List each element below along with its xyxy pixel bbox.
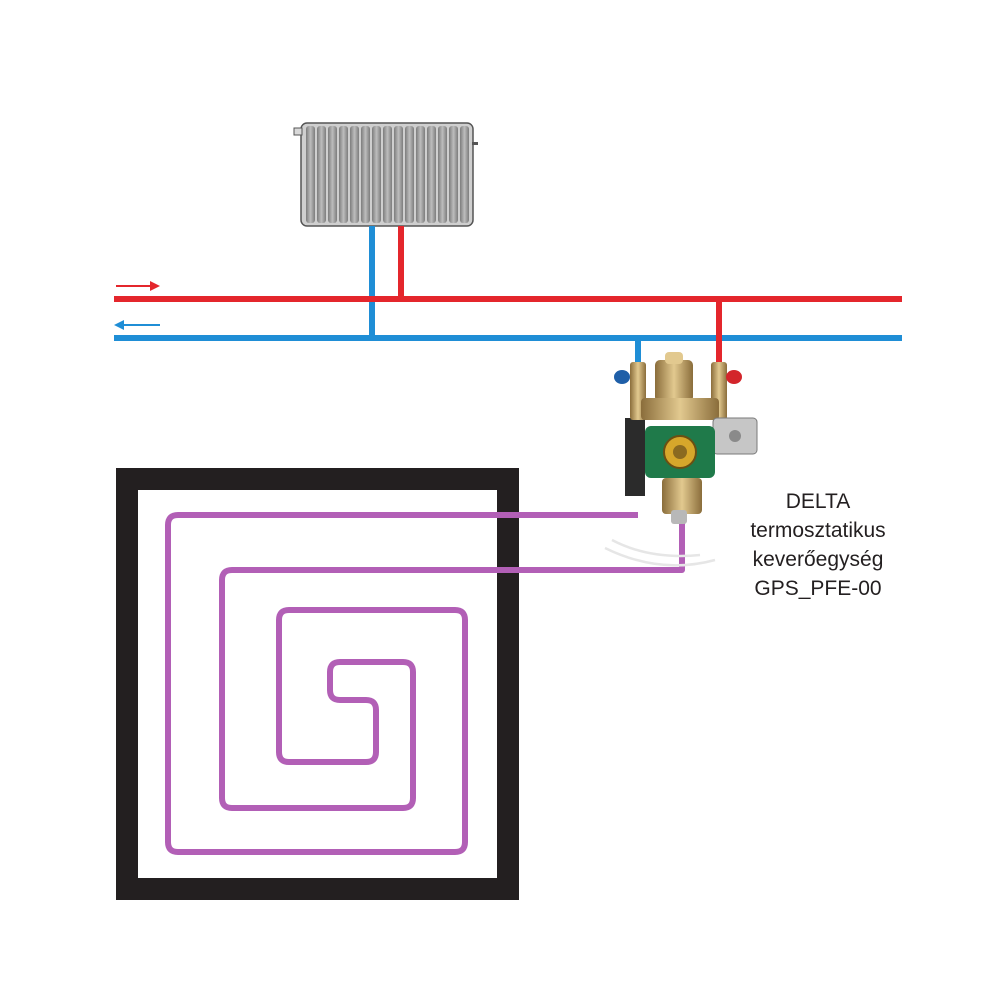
mixer-mounting-plate bbox=[625, 418, 645, 496]
radiator-valve-cap bbox=[472, 142, 478, 145]
radiator-air-vent bbox=[293, 127, 303, 136]
mixer-caption: DELTA termosztatikus keverőegység GPS_PF… bbox=[750, 490, 885, 600]
caption-line-4: GPS_PFE-00 bbox=[754, 577, 881, 600]
thermostatic-head bbox=[655, 360, 693, 402]
radiator bbox=[293, 122, 478, 227]
floor-heating-loop bbox=[165, 512, 685, 855]
radiator-fins bbox=[306, 126, 469, 223]
red-valve-handle bbox=[726, 370, 742, 384]
capillary-tubes bbox=[604, 538, 716, 567]
mixer-outlet bbox=[662, 478, 702, 514]
blue-valve-handle bbox=[614, 370, 630, 384]
floor-frame bbox=[116, 468, 519, 900]
arrow-right-icon bbox=[116, 281, 160, 291]
mixing-unit bbox=[604, 352, 758, 567]
caption-line-2: termosztatikus bbox=[750, 519, 885, 542]
mixing-manifold bbox=[641, 398, 719, 420]
arrow-left-icon bbox=[114, 320, 160, 330]
caption-line-1: DELTA bbox=[786, 490, 851, 513]
caption-line-3: keverőegység bbox=[753, 548, 884, 571]
